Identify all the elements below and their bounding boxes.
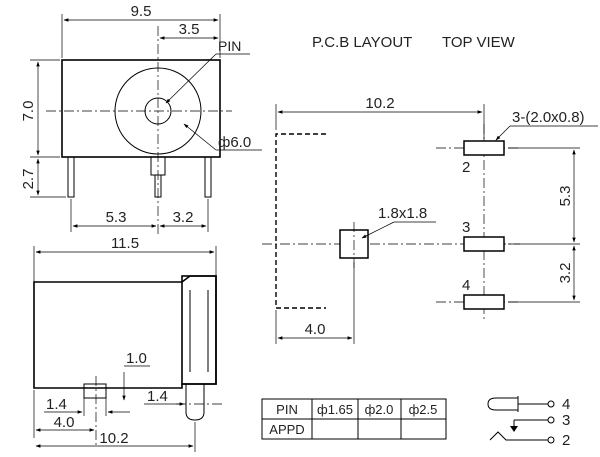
schematic-pin-3: 3: [562, 412, 570, 429]
side-spacing-left-dim: 5.3: [106, 209, 127, 226]
side-pin-right: [204, 156, 212, 198]
jack-body-side: [61, 59, 221, 158]
table-header-d25: ф2.5: [409, 402, 438, 417]
side-view: 9.5 3.5 PIN 7.0 ф6.0 2.7 5.3 3.2: [20, 3, 262, 236]
front-total-length-dim: 10.2: [99, 430, 128, 447]
table-header-pin: PIN: [276, 402, 298, 417]
pad-2: [463, 140, 505, 156]
jack-body-front: [33, 275, 217, 389]
terminal-4: [547, 400, 555, 408]
side-pin-center-lead: [154, 174, 162, 198]
side-diameter-dim: ф6.0: [218, 134, 251, 151]
side-pin-label: PIN: [218, 38, 241, 54]
pcb-vertical-dim-2: 3.2: [557, 263, 574, 284]
front-pin-right: [185, 384, 205, 421]
pcb-body-outline: [275, 133, 326, 309]
jack-schematic-symbol: 4 3 2: [487, 396, 570, 449]
terminal-2: [547, 436, 555, 444]
front-pin-bottom: [83, 383, 107, 399]
pcb-vertical-dim-1: 5.3: [557, 186, 574, 207]
pad-number-4: 4: [462, 277, 470, 294]
front-pin-thickness-dim: 1.0: [126, 350, 147, 367]
pcb-width-dim: 10.2: [365, 95, 394, 112]
front-pin-width-dim: 1.4: [46, 396, 67, 413]
pad-size-label: 3-(2.0x0.8): [512, 109, 585, 126]
schematic-pin-4: 4: [562, 396, 570, 413]
side-width-dim: 9.5: [131, 3, 152, 20]
front-offset-dim: 4.0: [54, 414, 75, 431]
spec-table: PIN ф1.65 ф2.0 ф2.5 APPD: [261, 398, 447, 440]
pad-3: [463, 236, 505, 252]
table-header-d165: ф1.65: [317, 402, 353, 417]
schematic-pin-2: 2: [562, 432, 570, 449]
pcb-layout: P.C.B LAYOUT TOP VIEW 10.2 1.8x1.8 2 3 4…: [262, 34, 598, 344]
side-pin-offset-dim: 3.5: [179, 21, 200, 38]
side-spacing-right-dim: 3.2: [173, 209, 194, 226]
table-header-d20: ф2.0: [365, 402, 394, 417]
top-view-label: TOP VIEW: [442, 34, 516, 51]
front-length-dim: 11.5: [111, 235, 139, 252]
barrel-nose: [181, 275, 217, 385]
side-pin-left: [67, 156, 75, 198]
square-pad-label: 1.8x1.8: [378, 205, 427, 222]
pcb-layout-title: P.C.B LAYOUT: [312, 34, 412, 51]
front-right-pin-dim: 1.4: [147, 388, 168, 405]
pad-number-2: 2: [462, 159, 470, 176]
front-view: 11.5 1.0 1.4 4.0 10.2 1.4: [33, 235, 222, 452]
pcb-left-offset-dim: 4.0: [305, 321, 326, 338]
side-pin-length-dim: 2.7: [20, 169, 37, 190]
terminal-3: [547, 416, 555, 424]
side-height-dim: 7.0: [20, 101, 37, 122]
table-row-label-appd: APPD: [269, 422, 304, 437]
pad-number-3: 3: [462, 219, 470, 236]
pad-4: [463, 294, 505, 310]
